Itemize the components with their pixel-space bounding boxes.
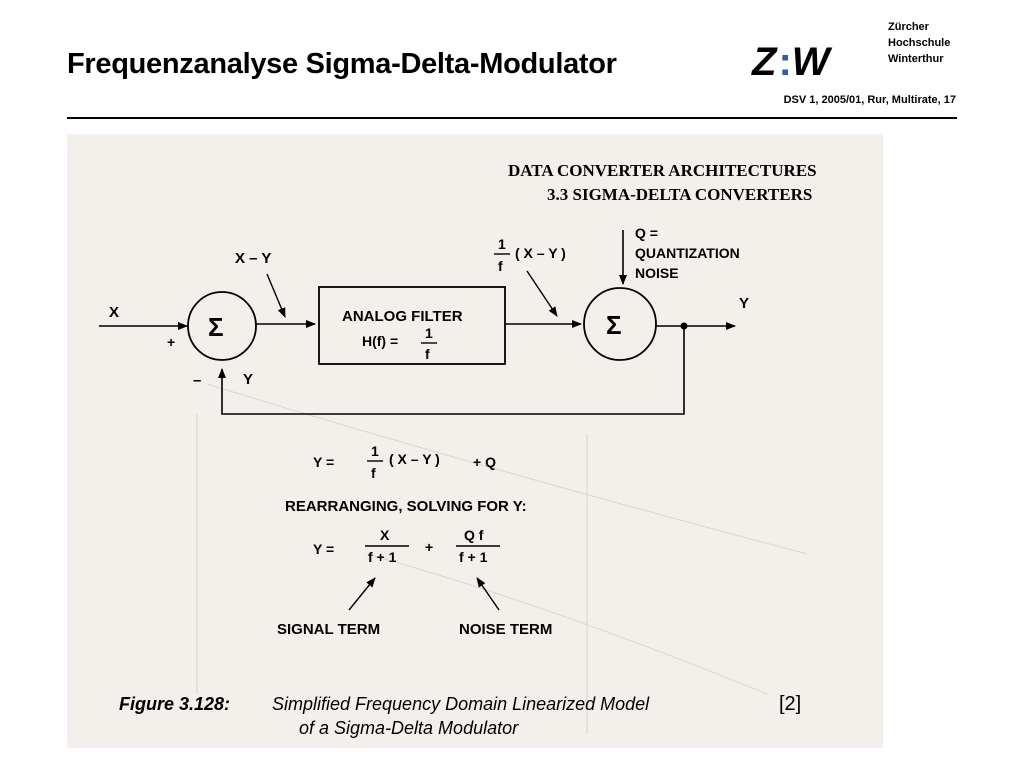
sigma-symbol-1: Σ: [208, 312, 224, 342]
minus-sign: –: [193, 372, 201, 389]
output-frac-denominator: f: [498, 258, 503, 274]
analog-filter-block: [318, 286, 506, 365]
eq2-numerator-2: Q f: [464, 527, 484, 543]
x-minus-y-label: X – Y: [235, 250, 271, 267]
logo-letter-z: Z: [752, 40, 779, 84]
caption-label: Figure 3.128:: [119, 694, 230, 714]
scanned-figure: DATA CONVERTER ARCHITECTURES 3.3 SIGMA-D…: [67, 134, 883, 748]
eq1-frac-denominator: f: [371, 465, 376, 481]
q-label-line-2: QUANTIZATION: [635, 245, 740, 261]
eq2-plus: +: [425, 539, 433, 555]
filter-output-label: ( X – Y ): [515, 245, 566, 261]
output-y-label: Y: [739, 295, 749, 312]
eq2-denominator-2: f + 1: [459, 549, 488, 565]
filter-frac-numerator: 1: [425, 325, 433, 341]
eq2-denominator-1: f + 1: [368, 549, 397, 565]
eq2-numerator-1: X: [380, 527, 390, 543]
filter-transfer-label: H(f) =: [362, 333, 398, 349]
summing-junction-2: [583, 287, 657, 361]
caption-line-2: of a Sigma-Delta Modulator: [299, 718, 519, 738]
eq1-frac-numerator: 1: [371, 443, 379, 459]
signal-term-label: SIGNAL TERM: [277, 621, 380, 638]
header-divider: [67, 117, 957, 119]
logo-letter-w: W: [791, 40, 832, 84]
eq1-plus-q: + Q: [473, 454, 496, 470]
slide-reference: DSV 1, 2005/01, Rur, Multirate, 17: [783, 94, 956, 106]
q-label-line-1: Q =: [635, 225, 658, 241]
analog-filter-title: ANALOG FILTER: [342, 308, 463, 325]
rearranging-heading: REARRANGING, SOLVING FOR Y:: [285, 498, 527, 515]
x-minus-y-pointer: [266, 273, 286, 318]
summing-junction-1: [187, 291, 257, 361]
feedback-path: [218, 326, 685, 415]
output-frac-numerator: 1: [498, 236, 506, 252]
eq1-y-equals: Y =: [313, 454, 334, 470]
caption-line-1: Simplified Frequency Domain Linearized M…: [272, 694, 650, 714]
school-name: Zürcher Hochschule Winterthur: [888, 19, 950, 67]
page-title: Frequenzanalyse Sigma-Delta-Modulator: [67, 48, 617, 80]
zhw-logo: Z:W: [752, 42, 832, 82]
sigma-symbol-2: Σ: [606, 310, 622, 340]
feedback-y-label: Y: [243, 371, 253, 388]
figure-header-line-1: DATA CONVERTER ARCHITECTURES: [508, 161, 817, 180]
plus-sign: +: [167, 334, 175, 350]
school-line-3: Winterthur: [888, 53, 944, 65]
input-x-label: X: [109, 304, 119, 321]
sigma-delta-diagram: DATA CONVERTER ARCHITECTURES 3.3 SIGMA-D…: [99, 161, 817, 738]
noise-term-label: NOISE TERM: [459, 621, 552, 638]
school-line-1: Zürcher: [888, 21, 929, 33]
signal-term-pointer: [348, 577, 376, 611]
figure-header-line-2: 3.3 SIGMA-DELTA CONVERTERS: [547, 185, 812, 204]
caption-citation: [2]: [779, 693, 801, 715]
filter-frac-denominator: f: [425, 346, 430, 362]
school-line-2: Hochschule: [888, 37, 951, 49]
eq1-term: ( X – Y ): [389, 451, 440, 467]
filter-output-pointer: [526, 270, 558, 317]
eq2-y-equals: Y =: [313, 541, 334, 557]
q-label-line-3: NOISE: [635, 265, 679, 281]
logo-dots: :: [778, 40, 792, 84]
background-ghost-traces: [196, 383, 808, 734]
noise-term-pointer: [476, 577, 500, 611]
